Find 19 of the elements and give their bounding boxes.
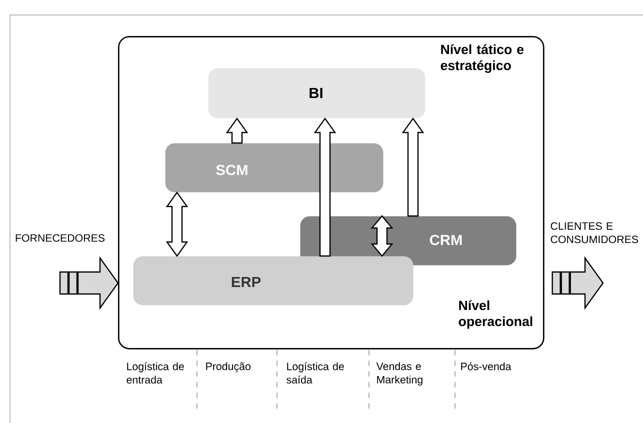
column-label: Pós-venda bbox=[461, 362, 512, 370]
block-arrow bbox=[226, 118, 248, 144]
party-label: CLIENTES E CONSUMIDORES bbox=[550, 222, 638, 244]
block-arrow bbox=[402, 118, 424, 217]
column-label: Logística de entrada bbox=[126, 362, 184, 384]
block-arrow bbox=[314, 118, 336, 257]
column-label: Vendas e Marketing bbox=[376, 362, 422, 386]
block-arrow bbox=[59, 256, 119, 310]
system-box: BI bbox=[208, 68, 426, 118]
double-arrow bbox=[370, 215, 394, 257]
block-arrow bbox=[552, 256, 604, 310]
system-box: ERP bbox=[133, 256, 414, 306]
system-box: SCM bbox=[165, 143, 384, 192]
double-arrow bbox=[166, 191, 188, 258]
column-label: Logística de saída bbox=[286, 362, 344, 384]
level-label: Nível operacional bbox=[458, 300, 532, 329]
column-label: Produção bbox=[206, 362, 250, 372]
party-label: FORNECEDORES bbox=[16, 234, 105, 242]
level-label: Nível tático e estratégico bbox=[440, 44, 524, 73]
